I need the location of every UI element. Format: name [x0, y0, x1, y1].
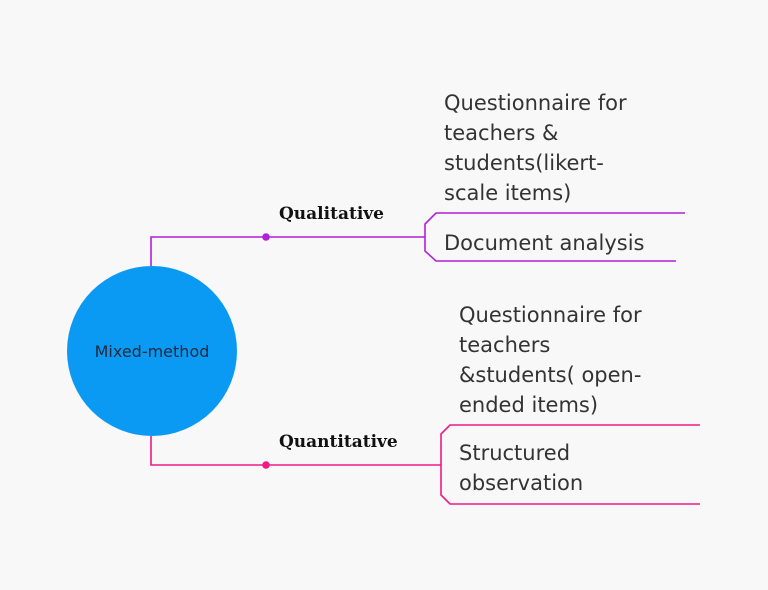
quantitative-node-dot [262, 461, 270, 469]
qualitative-item-1-bracket [424, 212, 685, 237]
center-node-mixed-method[interactable]: Mixed-method [67, 266, 237, 436]
qualitative-trunk-line [150, 236, 425, 266]
quantitative-connectors [150, 424, 700, 505]
qualitative-node-dot [262, 233, 270, 241]
leaf-qualitative-questionnaire[interactable]: Questionnaire for teachers & students(li… [444, 91, 627, 205]
leaf-quantitative-questionnaire[interactable]: Questionnaire for teachers &students( op… [459, 303, 642, 417]
quantitative-trunk-line [150, 436, 441, 466]
center-node-label: Mixed-method [94, 341, 210, 361]
qualitative-connectors [150, 212, 685, 266]
branch-label-qualitative[interactable]: Qualitative [279, 204, 384, 224]
qualitative-item-2-bracket [424, 237, 676, 262]
leaf-quantitative-structured-observation[interactable]: Structured observation [459, 441, 584, 495]
quantitative-item-2-bracket [440, 465, 700, 505]
branch-label-quantitative[interactable]: Quantitative [279, 432, 398, 452]
leaf-qualitative-document-analysis[interactable]: Document analysis [444, 231, 645, 255]
quantitative-item-1-bracket [440, 424, 700, 465]
